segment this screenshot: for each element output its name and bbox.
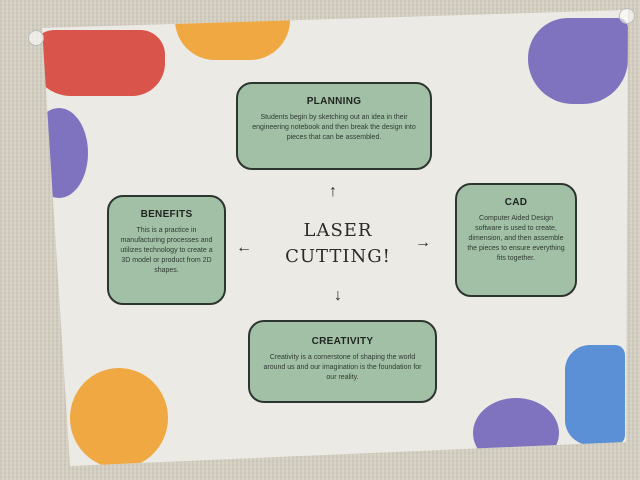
planning-box: PLANNING Students begin by sketching out… (236, 82, 432, 170)
arrow-down-icon: ↓ (334, 287, 342, 304)
creativity-text: Creativity is a cornerstone of shaping t… (263, 354, 422, 381)
pushpin-icon (28, 30, 44, 46)
arrow-up-icon: ↑ (329, 183, 337, 200)
purple-left-blob-decoration (42, 108, 88, 198)
planning-heading: PLANNING (306, 96, 362, 107)
benefits-text: This is a practice in manufacturing proc… (120, 227, 213, 274)
orange-blob-decoration (175, 20, 290, 60)
cad-text: Computer Aided Design software is used t… (467, 215, 565, 262)
arrow-right-icon: → (415, 234, 431, 251)
blue-blob-decoration (565, 345, 625, 445)
arrow-left-icon: ← (236, 239, 252, 256)
red-blob-decoration (42, 30, 165, 96)
creativity-box: CREATIVITY Creativity is a cornerstone o… (248, 320, 437, 403)
orange-bottom-blob-decoration (70, 368, 168, 466)
benefits-heading: BENEFITS (140, 209, 193, 220)
purple-bottom-blob-decoration (473, 398, 559, 466)
benefits-box: BENEFITS This is a practice in manufactu… (107, 195, 226, 305)
creativity-heading: CREATIVITY (311, 336, 374, 347)
planning-text: Students begin by sketching out an idea … (252, 114, 416, 141)
purple-blob-decoration (528, 18, 628, 104)
cad-box: CAD Computer Aided Design software is us… (455, 183, 577, 297)
pushpin-icon (619, 8, 635, 24)
poster-title: LASER CUTTING! (285, 220, 391, 267)
cad-heading: CAD (504, 197, 528, 208)
